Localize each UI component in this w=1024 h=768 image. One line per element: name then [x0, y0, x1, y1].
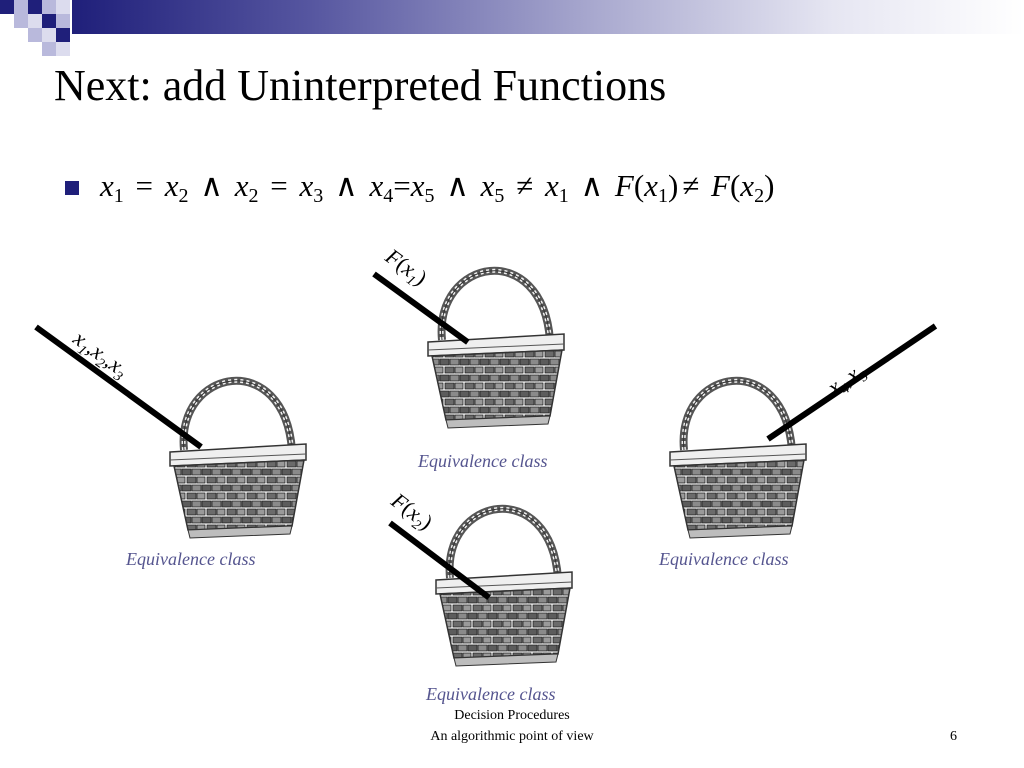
header-deco-square: [28, 14, 42, 28]
formula-op: =: [393, 168, 411, 203]
formula-sub: 1: [113, 185, 124, 207]
header-deco-square: [56, 14, 70, 28]
header-deco-square: [0, 0, 14, 14]
formula-var: x: [644, 168, 658, 203]
formula-var: x: [164, 168, 179, 203]
formula-paren: (: [729, 168, 741, 203]
formula-var: x: [100, 168, 114, 203]
header-deco-square: [42, 42, 56, 56]
header-deco-square: [56, 0, 70, 14]
formula-op: =: [135, 168, 153, 203]
formula-fn: F: [614, 168, 634, 203]
header-gradient-band: [72, 0, 1024, 34]
formula-var: x: [740, 168, 755, 203]
formula-op: ≠: [516, 168, 534, 203]
header-deco-square: [56, 42, 70, 56]
header-deco-square: [14, 14, 28, 28]
formula-sub: 4: [383, 185, 394, 207]
caption-equivalence-class-left: Equivalence class: [126, 549, 256, 569]
formula-sub: 2: [178, 185, 189, 207]
formula-op: =: [270, 168, 288, 203]
formula-sub: 3: [313, 185, 324, 207]
formula-sub: 5: [494, 185, 505, 207]
formula-op: ∧: [334, 168, 358, 203]
basket-icon: [666, 348, 812, 544]
caption-equivalence-class-top-center: Equivalence class: [418, 451, 548, 471]
footer-line-2: An algorithmic point of view: [430, 729, 594, 744]
formula-var: x: [299, 168, 314, 203]
header-deco-square: [42, 0, 56, 14]
formula-op: ∧: [580, 168, 604, 203]
header-deco-square: [28, 28, 42, 42]
formula-paren: ): [667, 168, 679, 203]
caption-equivalence-class-right: Equivalence class: [659, 549, 789, 569]
header-deco-square: [42, 14, 56, 28]
formula-sub: 1: [657, 185, 668, 207]
formula-var: x: [480, 168, 495, 203]
slide-title: Next: add Uninterpreted Functions: [54, 61, 667, 110]
formula-sub: 2: [248, 185, 259, 207]
footer-line-1: Decision Procedures: [454, 708, 570, 723]
formula-fn: F: [711, 168, 730, 203]
formula-sub: 2: [754, 185, 765, 207]
formula-var: x: [410, 168, 425, 203]
basket-icon: [166, 348, 312, 544]
header-deco-square: [42, 28, 56, 42]
formula-op: ∧: [200, 168, 223, 203]
page-number: 6: [950, 729, 957, 744]
header-deco-square: [28, 0, 42, 14]
formula-paren: (: [633, 168, 645, 203]
formula-paren: ): [764, 168, 775, 203]
basket-icon: [424, 238, 570, 434]
formula-var: x: [369, 168, 384, 203]
caption-equivalence-class-bottom-center: Equivalence class: [426, 684, 556, 704]
header-deco-square: [14, 0, 28, 14]
square-bullet-icon: [65, 181, 79, 195]
formula-op: ∧: [446, 168, 469, 203]
formula-var: x: [234, 168, 249, 203]
formula-sub: 1: [558, 185, 569, 207]
formula-sub: 5: [424, 185, 435, 207]
formula-op: ≠: [682, 168, 700, 203]
formula-var: x: [544, 168, 559, 203]
formula: x1 = x2 ∧ x2 = x3 ∧ x4=x5 ∧ x5 ≠ x1 ∧ F(…: [100, 166, 774, 206]
header-deco-square: [56, 28, 70, 42]
